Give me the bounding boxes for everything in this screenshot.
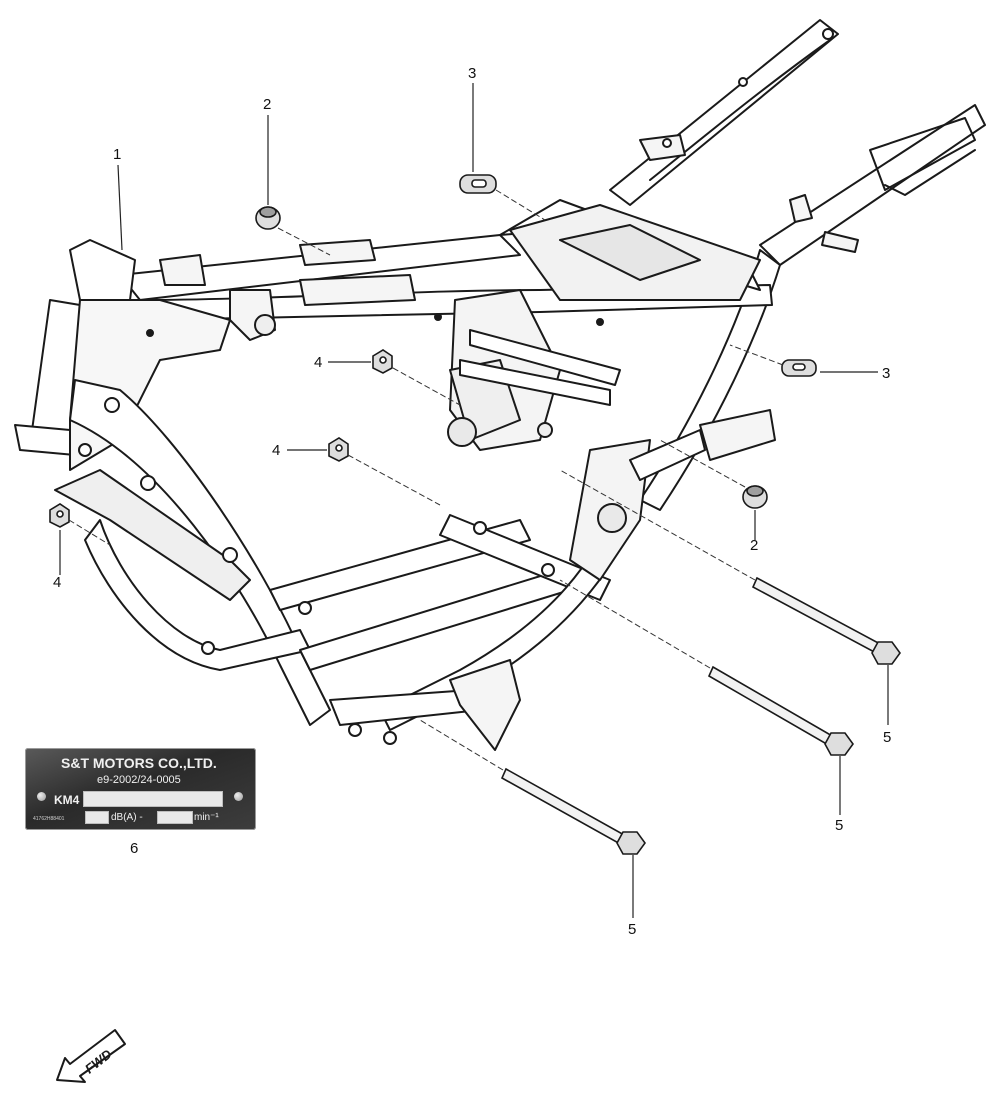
callout-1: 1 [113,146,122,163]
id-plate: S&T MOTORS CO.,LTD. e9-2002/24-0005 KM4 … [25,748,256,830]
callout-3-upper: 3 [468,65,477,82]
plate-rivet-right [234,792,243,801]
frame-body [14,19,986,751]
callout-2-lower: 2 [750,537,759,554]
nut-4-middle [328,437,349,462]
leader-lines [59,83,889,918]
plate-rivet-left [37,792,46,801]
nut-4-upper [372,349,393,374]
grommet-2-lower [742,485,768,509]
bolt-5-middle [707,665,854,756]
callout-5-top: 5 [883,729,892,746]
callout-3-right: 3 [882,365,891,382]
callout-5-middle: 5 [835,817,844,834]
nut-4-left [49,503,70,528]
plate-model: KM4 [54,793,80,807]
plate-vin-field [83,791,223,807]
fwd-arrow-icon: FWD [56,1029,126,1083]
assembly-lines [68,189,784,771]
plate-db-field [85,811,109,824]
callout-5-bottom: 5 [628,921,637,938]
callout-4-left: 4 [53,574,62,591]
hardware-parts [49,174,901,855]
plate-rpm-field [157,811,193,824]
plate-db-unit: dB(A) - [111,812,143,823]
callout-6: 6 [130,840,139,857]
plate-part-code: 41762H88401 [33,816,65,822]
bolt-5-bottom [500,767,646,855]
plate-maker: S&T MOTORS CO.,LTD. [61,755,217,771]
plate-approval: e9-2002/24-0005 [97,774,181,786]
callout-2-upper: 2 [263,96,272,113]
plate-rpm-unit: min⁻¹ [194,812,219,823]
rubber-mount-3-right [781,359,817,377]
callout-4-upper: 4 [314,354,323,371]
callout-4-middle: 4 [272,442,281,459]
rubber-mount-3-upper [459,174,497,194]
bolt-5-top [751,576,901,665]
grommet-2-upper [255,206,281,230]
